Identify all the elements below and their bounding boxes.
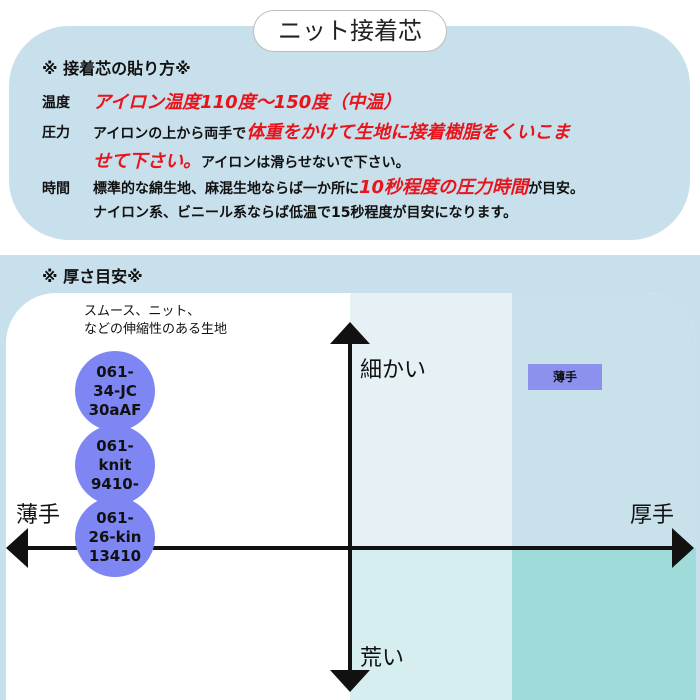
pressure-line1: アイロンの上から両手で体重をかけて生地に接着樹脂をくいこま	[93, 118, 570, 144]
pressure-line2: せて下さい。アイロンは滑らせないで下さい。	[93, 147, 410, 173]
product-1-line-2: 34-JC	[93, 381, 137, 400]
product-2-line-2: knit	[98, 455, 132, 474]
temperature-highlight: アイロン温度110度～150度（中温）	[93, 92, 402, 113]
product-3-line-1: 061-	[96, 508, 134, 527]
note-line-1: スムース、ニット、	[84, 304, 201, 319]
time-highlight: 10秒程度の圧力時間	[359, 177, 529, 198]
pressure-text-after: アイロンは滑らせないで下さい。	[201, 155, 410, 171]
left-arrow-icon	[6, 528, 28, 568]
time-line2: ナイロン系、ビニール系ならば低温で15秒程度が目安になります。	[93, 205, 518, 221]
zone-fine-thick	[512, 293, 696, 548]
time-text-after: が目安。	[528, 181, 585, 197]
product-badge-3[interactable]: 061- 26-kin 13410	[75, 497, 155, 577]
product-badge-2[interactable]: 061- knit 9410-	[75, 425, 155, 505]
time-label: 時間	[42, 181, 70, 197]
down-arrow-icon	[330, 670, 370, 692]
pressure-highlight-cont: せて下さい。	[93, 151, 201, 172]
axis-label-coarse: 荒い	[360, 646, 405, 671]
axis-label-thick: 厚手	[630, 503, 675, 528]
time-line1: 標準的な綿生地、麻混生地ならば一か所に10秒程度の圧力時間が目安。	[93, 173, 584, 199]
instructions-heading: ※ 接着芯の貼り方※	[42, 59, 191, 78]
time-text-before: 標準的な綿生地、麻混生地ならば一か所に	[93, 181, 359, 197]
up-arrow-icon	[330, 322, 370, 344]
product-badge-1[interactable]: 061- 34-JC 30aAF	[75, 351, 155, 431]
product-1-line-3: 30aAF	[88, 400, 142, 419]
stretch-fabric-note: スムース、ニット、 などの伸縮性のある生地	[84, 303, 227, 339]
note-line-2: などの伸縮性のある生地	[84, 322, 228, 337]
product-1-line-1: 061-	[96, 362, 134, 381]
product-2-line-1: 061-	[96, 436, 134, 455]
temperature-label: 温度	[42, 95, 70, 111]
product-2-line-3: 9410-	[91, 474, 139, 493]
zone-coarse-thick	[512, 548, 696, 700]
temperature-value: アイロン温度110度～150度（中温）	[93, 88, 401, 114]
zone-fine-medium	[350, 293, 512, 548]
product-3-line-3: 13410	[88, 546, 142, 565]
product-3-line-2: 26-kin	[88, 527, 142, 546]
instructions-panel	[9, 26, 690, 240]
zone-coarse-medium	[350, 548, 512, 700]
pressure-text-before: アイロンの上から両手で	[93, 126, 247, 142]
axis-label-thin: 薄手	[16, 503, 61, 528]
page-title: ニット接着芯	[253, 10, 447, 52]
axis-label-fine: 細かい	[360, 358, 427, 383]
thin-tag: 薄手	[528, 364, 602, 390]
thickness-heading: ※ 厚さ目安※	[42, 267, 143, 286]
pressure-label: 圧力	[42, 125, 70, 141]
right-arrow-icon	[672, 528, 694, 568]
pressure-highlight: 体重をかけて生地に接着樹脂をくいこま	[246, 122, 571, 143]
